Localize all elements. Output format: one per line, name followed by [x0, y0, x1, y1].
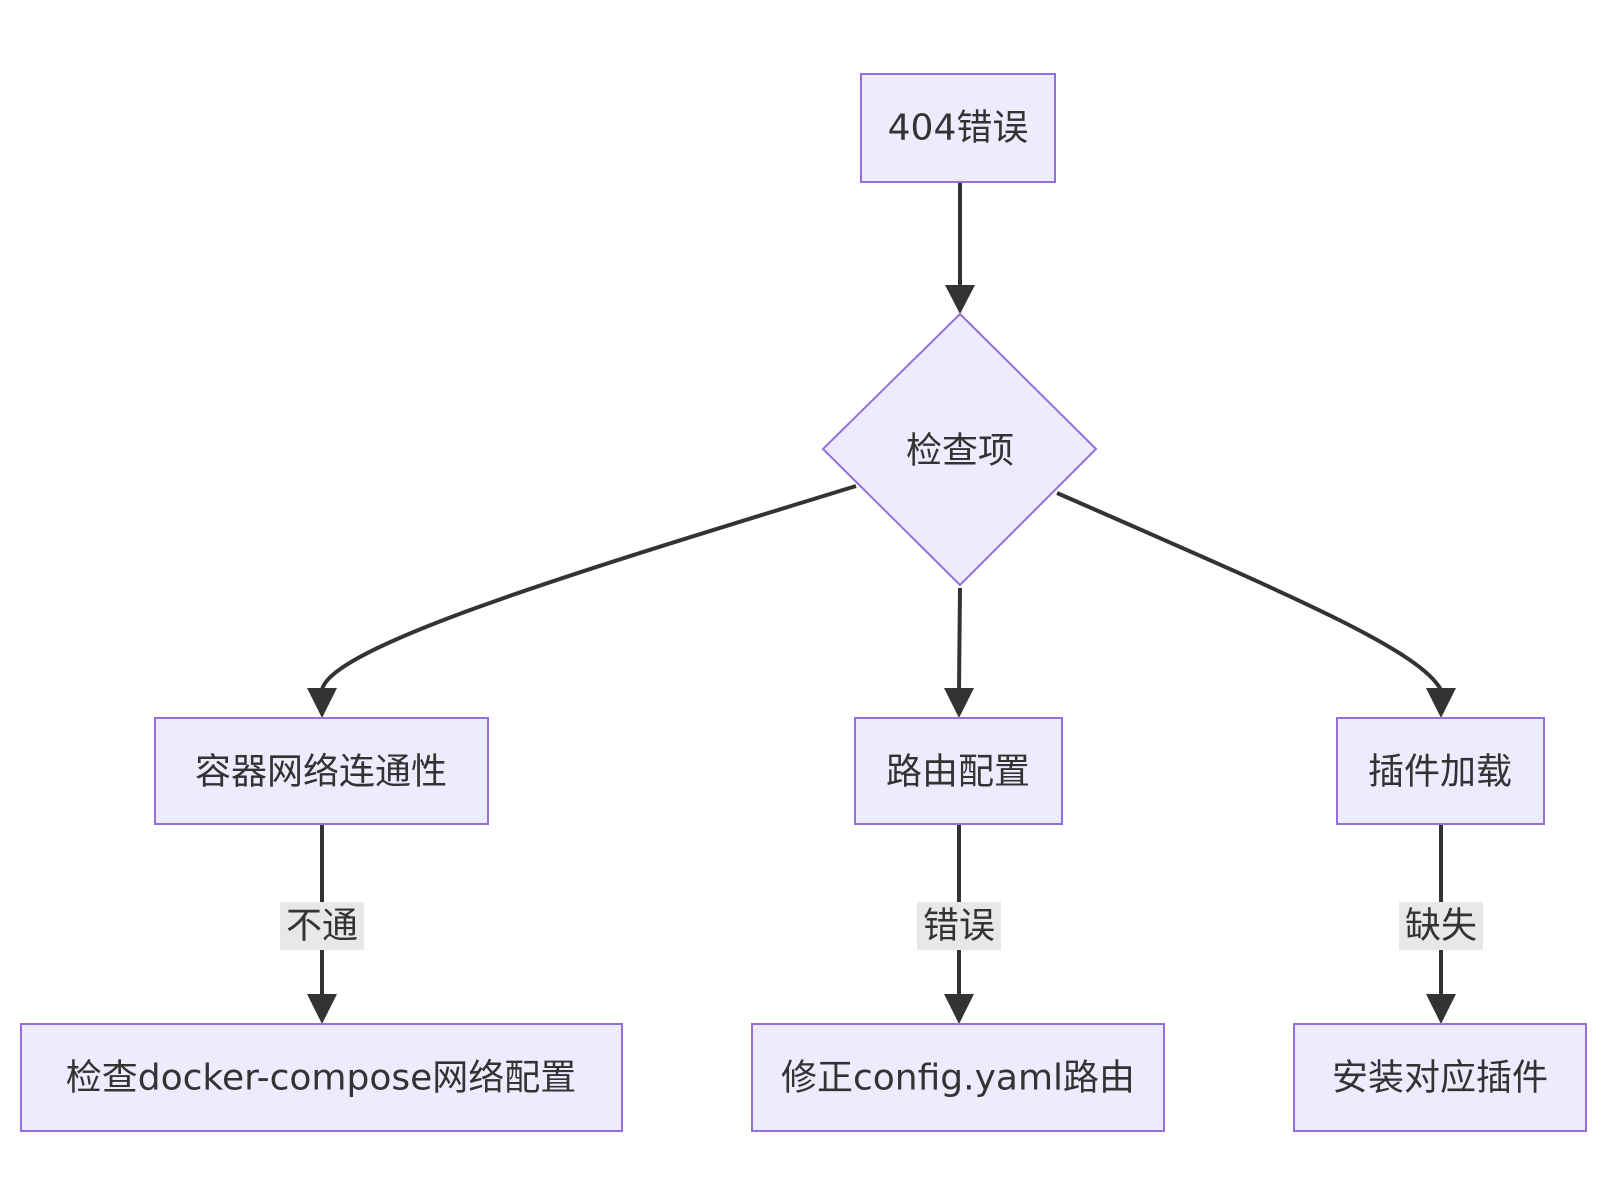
node-plugin-load[interactable]: 插件加载 — [1336, 717, 1545, 825]
edge-label-missing-text: 缺失 — [1405, 906, 1477, 947]
edge-label-unreachable-text: 不通 — [286, 906, 358, 947]
node-route-config-label: 路由配置 — [886, 752, 1030, 793]
edge-check-to-plugin — [1056, 491, 1443, 691]
node-fix-config[interactable]: 修正config.yaml路由 — [751, 1023, 1165, 1132]
edges — [307, 183, 1456, 1024]
arrowhead-install — [1426, 994, 1456, 1024]
node-check-compose[interactable]: 检查docker-compose网络配置 — [20, 1023, 623, 1132]
edge-label-unreachable: 不通 — [280, 902, 364, 950]
node-install-plugin-label: 安装对应插件 — [1332, 1058, 1548, 1099]
arrowhead-compose — [307, 994, 337, 1024]
node-fix-config-label: 修正config.yaml路由 — [781, 1058, 1135, 1099]
node-check-compose-label: 检查docker-compose网络配置 — [66, 1058, 577, 1099]
node-error-404[interactable]: 404错误 — [860, 73, 1056, 183]
node-check-decision[interactable]: 检查项 — [821, 312, 1098, 587]
node-error-404-label: 404错误 — [888, 108, 1029, 149]
edge-check-to-route — [957, 587, 962, 691]
arrowhead-plugin — [1426, 688, 1456, 718]
arrowhead-fix — [944, 994, 974, 1024]
arrowhead-container — [307, 688, 337, 718]
node-container-network-label: 容器网络连通性 — [195, 752, 447, 793]
arrowhead-check — [945, 285, 975, 314]
arrowhead-route — [944, 688, 974, 718]
edge-label-missing: 缺失 — [1399, 902, 1483, 950]
node-install-plugin[interactable]: 安装对应插件 — [1293, 1023, 1587, 1132]
node-container-network[interactable]: 容器网络连通性 — [154, 717, 489, 825]
edge-check-to-container — [320, 484, 857, 691]
edge-label-wrong-text: 错误 — [923, 906, 995, 947]
edge-label-wrong: 错误 — [917, 902, 1001, 950]
node-route-config[interactable]: 路由配置 — [854, 717, 1063, 825]
node-plugin-load-label: 插件加载 — [1368, 752, 1512, 793]
node-check-decision-label: 检查项 — [906, 431, 1014, 472]
